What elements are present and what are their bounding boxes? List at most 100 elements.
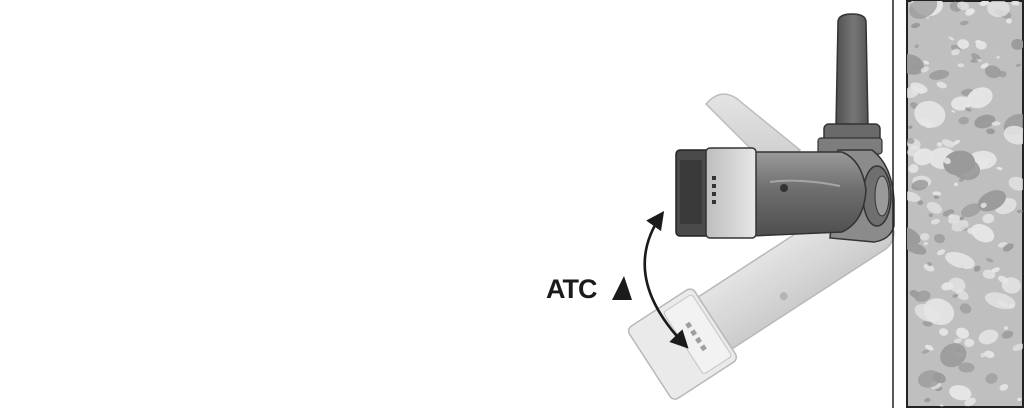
wall-stone: [985, 373, 998, 384]
wall-stone: [1008, 304, 1015, 309]
wall-stone: [956, 1, 970, 11]
wall-stone: [924, 398, 931, 403]
wall-stone: [907, 191, 921, 202]
wall-stone: [986, 257, 994, 263]
wall: [892, 0, 1024, 408]
wall-stone: [1010, 1, 1019, 6]
wall-stone: [952, 139, 961, 145]
wall-stone: [925, 344, 934, 351]
wall-stone: [984, 292, 1016, 310]
wall-stone: [955, 327, 970, 339]
wall-stone: [975, 40, 987, 50]
wall-stone: [960, 203, 982, 218]
wall-stone: [934, 233, 945, 244]
wall-stone: [929, 69, 950, 80]
wall-stone: [964, 338, 975, 348]
wall-stone: [943, 157, 951, 165]
wall-stone: [907, 138, 915, 144]
wall-stone: [914, 100, 946, 128]
wall-stone: [923, 241, 928, 246]
atc-logo-icon: ATC: [546, 274, 632, 304]
wall-stone: [945, 251, 975, 269]
wall-stone: [957, 63, 965, 68]
wall-stone: [909, 289, 920, 298]
drill-main: [675, 13, 895, 243]
wall-stone: [923, 263, 935, 272]
wall-stone: [939, 404, 944, 407]
wall-stone: [939, 328, 949, 336]
wall-stone: [909, 1, 938, 19]
wall-stone: [907, 226, 921, 244]
wall-stone: [1012, 343, 1023, 351]
wall-stone: [914, 304, 941, 323]
wall-stone: [907, 125, 913, 129]
wall-stone: [952, 293, 959, 298]
wall-stone: [951, 110, 956, 113]
wall-stone: [907, 242, 927, 255]
wall-stone: [941, 139, 955, 148]
wall-stone: [955, 289, 969, 301]
wall-stone: [974, 114, 996, 129]
wall-stone: [959, 20, 969, 26]
wall-stone: [991, 121, 1001, 126]
wall-stone: [1016, 115, 1022, 120]
wall-stone: [953, 338, 963, 344]
wall-stone: [964, 397, 976, 407]
wall-stone: [1015, 63, 1022, 67]
wall-stone: [927, 262, 933, 267]
wall-stone: [940, 343, 967, 368]
wall-stone: [984, 350, 995, 359]
wall-stone: [923, 60, 930, 65]
wall-stone: [958, 156, 970, 162]
wall-stone: [913, 148, 934, 166]
wall-stone: [975, 155, 981, 160]
wall-stone: [936, 81, 947, 89]
wall-stone: [959, 216, 965, 221]
wall-stone: [921, 349, 930, 354]
wall-stone: [957, 39, 970, 50]
wall-stone: [980, 352, 986, 358]
atc-label: ATC: [546, 274, 597, 304]
rotation-arrow-icon: [643, 211, 689, 349]
wall-stone: [999, 384, 1009, 391]
wall-stone: [907, 86, 920, 99]
wall-stone: [1008, 176, 1023, 191]
wall-stone: [917, 200, 924, 206]
wall-stone: [917, 88, 925, 94]
wall-stone: [1003, 326, 1009, 330]
wall-stone: [1003, 243, 1014, 252]
wall-stone: [928, 213, 933, 218]
wall-stone: [1006, 18, 1012, 24]
wall-stone: [1001, 330, 1014, 339]
wall-stone: [996, 55, 1001, 59]
wall-stone: [982, 213, 995, 224]
wall-stone: [970, 223, 995, 243]
wall-stone: [958, 116, 969, 125]
wall-stone: [913, 58, 921, 62]
wall-stone: [933, 195, 939, 199]
wall-stone: [1001, 277, 1021, 294]
wall-stone: [948, 213, 954, 219]
wall-stone: [911, 179, 929, 191]
wall-stone: [1017, 397, 1022, 402]
wall-stone: [926, 201, 943, 214]
wall-stone: [959, 303, 972, 314]
wall-stone: [984, 65, 1001, 79]
wall-stone: [920, 66, 930, 73]
wall-stone: [910, 22, 921, 29]
wall-stone: [996, 166, 1003, 171]
wall-stone: [920, 232, 930, 241]
wall-stone: [965, 107, 972, 112]
wall-stone: [1011, 38, 1023, 50]
wall-stone: [966, 87, 993, 109]
wall-stone: [986, 128, 996, 135]
wall-stone: [936, 142, 943, 147]
wall-stone: [980, 1, 988, 6]
wall-stone: [949, 385, 972, 401]
wall-stone: [951, 96, 971, 111]
wall-stone: [914, 44, 919, 49]
wall-stone: [1003, 125, 1023, 145]
wall-stone: [953, 182, 958, 187]
wall-stone: [978, 329, 999, 345]
